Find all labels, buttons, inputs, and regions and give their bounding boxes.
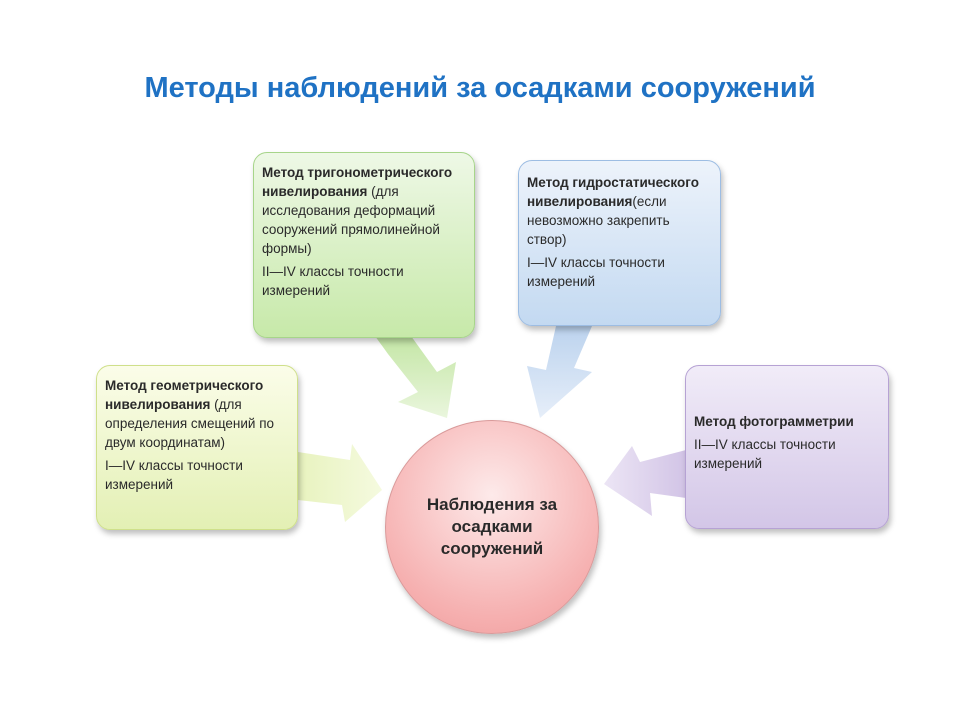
accuracy-geometric: I—IV классы точности измерений — [105, 458, 243, 492]
method-box-hydrostatic: Метод гидростатического нивелирования(ес… — [518, 160, 721, 326]
slide-title: Методы наблюдений за осадками сооружений — [144, 72, 816, 104]
method-note-geometric: (для определения смещений по двум коорди… — [105, 397, 275, 450]
method-title-hydrostatic: Метод гидростатического нивелирования(ес… — [527, 175, 699, 247]
arrow-trigonometric — [375, 336, 456, 418]
arrow-geometric — [298, 444, 382, 522]
method-note-hydrostatic: (если невозможно закрепить створ) — [527, 194, 670, 247]
center-circle: Наблюдения за осадками сооружений — [385, 420, 599, 634]
arrow-hydrostatic — [527, 326, 592, 418]
accuracy-photogrammetry: II—IV классы точности измерений — [694, 437, 836, 471]
method-title-photogrammetry: Метод фотограмметрии — [694, 414, 854, 429]
method-box-trigonometric: Метод тригонометрического нивелирования … — [253, 152, 475, 338]
center-label: Наблюдения за осадками сооружений — [426, 495, 558, 558]
method-title-geometric: Метод геометрического нивелирования (для… — [105, 378, 275, 450]
method-box-geometric: Метод геометрического нивелирования (для… — [96, 365, 298, 530]
arrow-photogrammetry — [604, 446, 686, 516]
method-box-photogrammetry: Метод фотограмметрии II—IV классы точнос… — [685, 365, 889, 529]
accuracy-trigonometric: II—IV классы точности измерений — [262, 264, 404, 298]
accuracy-hydrostatic: I—IV классы точности измерений — [527, 255, 665, 289]
method-note-trigonometric: (для исследования деформаций сооружений … — [262, 184, 440, 256]
method-title-trigonometric: Метод тригонометрического нивелирования … — [262, 165, 453, 256]
